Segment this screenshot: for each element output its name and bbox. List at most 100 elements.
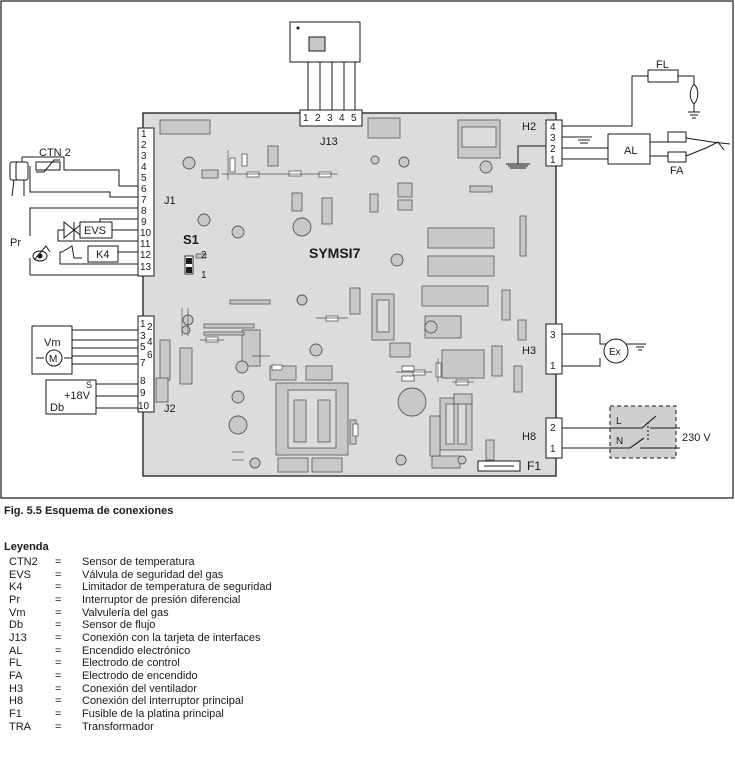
board-resistors xyxy=(205,153,469,437)
legend-abbr: Db xyxy=(9,619,24,632)
j13-pin: 3 xyxy=(327,113,333,124)
j13-connector xyxy=(299,109,363,127)
legend-abbr: Vm xyxy=(9,606,26,619)
legend-abbr: TRA xyxy=(9,720,31,733)
h2-pin: 3 xyxy=(550,133,556,144)
j2-label: J2 xyxy=(164,403,176,415)
legend-abbr: Pr xyxy=(9,593,20,606)
legend-desc: Limitador de temperatura de seguridad xyxy=(82,581,272,594)
s1-pos-2: 2 xyxy=(201,250,207,261)
legend-abbr: H3 xyxy=(9,682,24,695)
legend-desc: Conexión del ventilador xyxy=(82,682,197,695)
j13-pin: 5 xyxy=(351,113,357,124)
h2-pin: 2 xyxy=(550,144,556,155)
legend-desc: Fusible de la platina principal xyxy=(82,707,224,720)
k4-label: K4 xyxy=(96,249,109,261)
s1-jumper xyxy=(184,255,194,275)
legend-eq: = xyxy=(55,568,62,581)
legend-eq: = xyxy=(55,644,62,657)
main-board xyxy=(142,112,557,477)
main-switch-box xyxy=(609,405,677,459)
j13-pin: 4 xyxy=(339,113,345,124)
al-label: AL xyxy=(624,145,637,157)
j2-pin: 4 xyxy=(147,337,153,348)
j1-pin: 6 xyxy=(141,184,147,195)
legend-abbr: AL xyxy=(9,644,23,657)
legend-eq: = xyxy=(55,593,62,606)
voltage-label: 230 V xyxy=(682,432,711,444)
legend-desc: Encendido electrónico xyxy=(82,644,191,657)
h2-label: H2 xyxy=(522,121,536,133)
legend-row: F1 = Fusible de la platina principal xyxy=(9,708,272,721)
legend-row: H3 = Conexión del ventilador xyxy=(9,683,272,696)
legend-desc: Transformador xyxy=(82,720,154,733)
legend-desc: Conexión con la tarjeta de interfaces xyxy=(82,631,261,644)
legend-desc: Válvula de seguridad del gas xyxy=(82,568,224,581)
j2-pin: 5 xyxy=(140,342,146,353)
s1-label: S1 xyxy=(183,232,199,247)
pr-label: Pr xyxy=(10,237,21,249)
legend-abbr: K4 xyxy=(9,581,23,594)
legend-eq: = xyxy=(55,657,62,670)
j1-connector xyxy=(137,127,155,277)
legend-abbr: FL xyxy=(9,657,22,670)
flame-icon xyxy=(688,83,700,119)
ctn2-wiring xyxy=(21,156,138,198)
board-name: SYMSI7 xyxy=(309,245,361,261)
legend-desc: Valvulería del gas xyxy=(82,606,169,619)
interface-board-hole xyxy=(296,26,300,30)
j1-pin: 8 xyxy=(141,206,147,217)
j2-pin: 10 xyxy=(138,401,150,412)
j1-pins: 1 2 3 4 5 6 7 8 9 10 11 12 13 xyxy=(140,129,152,273)
legend-abbr: H8 xyxy=(9,695,24,708)
legend-row: H8=Conexión del interruptor principal xyxy=(9,695,272,708)
legend-eq: = xyxy=(55,682,62,695)
legend-title: Leyenda xyxy=(4,541,49,553)
j2-pins: 1 3 5 7 8 9 10 2 4 6 xyxy=(138,319,153,412)
board-components xyxy=(155,117,527,473)
figure-caption: Fig. 5.5 Esquema de conexiones xyxy=(4,505,174,517)
j1-pin: 10 xyxy=(140,228,152,239)
h3-label: H3 xyxy=(522,345,536,357)
h8-pins: 2 1 xyxy=(550,423,556,455)
j13-label: J13 xyxy=(320,136,338,148)
legend-abbr: CTN2 xyxy=(9,556,38,568)
vm-label: Vm xyxy=(44,337,61,349)
h3-pins: 3 1 xyxy=(550,330,556,372)
j1-pin: 7 xyxy=(141,195,147,206)
legend-abbr: FA xyxy=(9,669,23,682)
legend-row: J13=Conexión con la tarjeta de interface… xyxy=(9,632,272,645)
j1-pin: 9 xyxy=(141,217,147,228)
h2-pin: 4 xyxy=(550,122,556,133)
legend-row: EVS = Válvula de seguridad del gas xyxy=(9,569,272,582)
h8-connector xyxy=(545,417,563,459)
fl-label: FL xyxy=(656,59,669,71)
legend-eq: = xyxy=(55,581,62,594)
legend-desc: Sensor de flujo xyxy=(82,619,156,632)
j1-pin: 12 xyxy=(140,250,152,261)
evs-label: EVS xyxy=(84,225,106,237)
j1-pin: 13 xyxy=(140,262,152,273)
h2-connector xyxy=(545,119,563,167)
legend-eq: = xyxy=(55,669,62,682)
legend-eq: = xyxy=(55,631,62,644)
db-voltage-label: +18V xyxy=(64,390,91,402)
j13-wiring xyxy=(289,21,361,110)
legend-eq: = xyxy=(55,707,62,720)
j1-pin: 3 xyxy=(141,151,147,162)
evs-valve-icon xyxy=(63,220,113,240)
legend-row: K4 = Limitador de temperatura de seguridad xyxy=(9,581,272,594)
f1-fuse-icon xyxy=(477,460,521,472)
legend-desc: Conexión del interruptor principal xyxy=(82,695,244,708)
ctn2-label: CTN 2 xyxy=(39,147,71,159)
j2-pin: 3 xyxy=(140,331,146,342)
j1-pin: 1 xyxy=(141,129,147,140)
legend-abbr: EVS xyxy=(9,568,32,581)
fan-motor-icon xyxy=(603,338,629,364)
h3-connector xyxy=(545,323,563,375)
ex-label: Ex xyxy=(609,347,621,358)
s1-pos-1: 1 xyxy=(201,270,207,281)
h8-pin: 1 xyxy=(550,444,556,455)
legend-row: Db=Sensor de flujo xyxy=(9,619,272,632)
legend-abbr: F1 xyxy=(9,707,22,720)
